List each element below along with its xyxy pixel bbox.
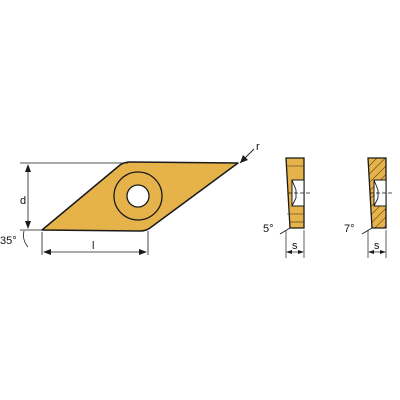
height-dimension: d <box>20 162 128 231</box>
radius-label: r <box>256 141 260 153</box>
angle-label: 35° <box>0 235 17 247</box>
length-dimension: l <box>41 231 149 255</box>
side-b-angle-label: 7° <box>344 223 355 235</box>
height-label: d <box>20 195 26 207</box>
side-view-b: 7° s <box>344 157 394 258</box>
side-view-a: 5° s <box>263 157 312 258</box>
side-a-angle-label: 5° <box>263 223 274 235</box>
angle-dimension: 35° <box>0 230 29 248</box>
length-label: l <box>92 240 94 252</box>
side-a-thickness-label: s <box>292 240 298 252</box>
clamp-hole <box>126 184 150 208</box>
radius-dimension: r <box>239 141 260 164</box>
insert-top-view <box>41 161 239 232</box>
side-b-thickness-label: s <box>374 240 380 252</box>
